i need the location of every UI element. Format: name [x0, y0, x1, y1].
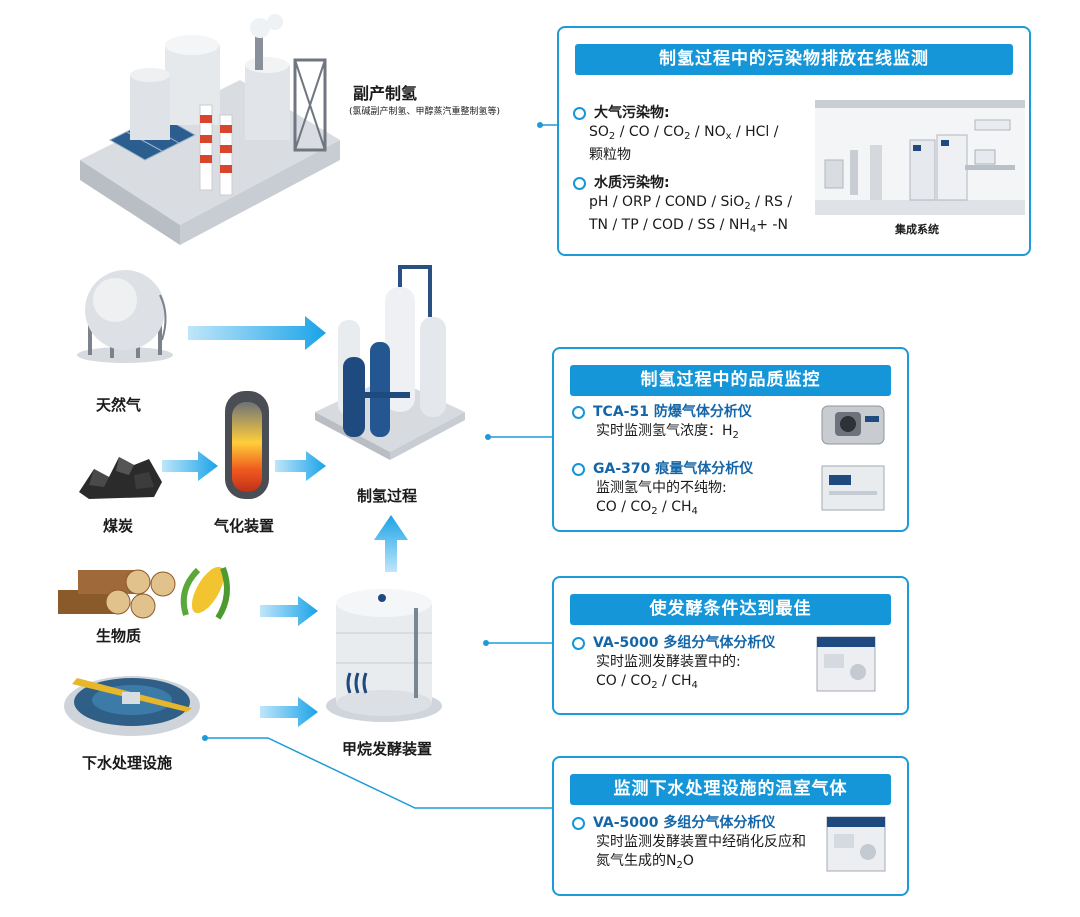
arrow-sewage: [260, 697, 318, 727]
air-pollutants-head: 大气污染物:: [594, 105, 670, 121]
water-pollutants-line1: pH / ORP / COND / SiO2 / RS /: [589, 194, 793, 212]
methane-fermenter-illustration: [326, 589, 442, 722]
bullet-ring-icon: [572, 817, 585, 830]
ga370-device-image: [821, 465, 885, 511]
natural-gas-label: 天然气: [96, 396, 142, 414]
emissions-panel: 制氢过程中的污染物排放在线监测 大气污染物: SO2 / CO / CO2 / …: [557, 26, 1031, 256]
sewage-label: 下水处理设施: [82, 754, 173, 772]
va5000-fermentation-head: VA-5000 多组分气体分析仪: [593, 635, 776, 651]
arrow-coal: [162, 451, 218, 481]
coal-illustration: [79, 457, 162, 499]
gasifier-illustration: [225, 391, 269, 499]
air-pollutants-line2: 颗粒物: [589, 147, 631, 163]
ga370-item: GA-370 痕量气体分析仪 监测氢气中的不纯物: CO / CO2 / CH4: [572, 460, 753, 521]
greenhouse-panel-title: 监测下水处理设施的温室气体: [570, 774, 891, 805]
fermentation-panel: 使发酵条件达到最佳 VA-5000 多组分气体分析仪 实时监测发酵装置中的: C…: [552, 576, 909, 715]
arrow-gasifier: [275, 451, 326, 481]
tca51-line: 实时监测氢气浓度：H2: [596, 423, 739, 441]
bullet-ring-icon: [573, 177, 586, 190]
byproduct-subtitle: (氯碱副产制氢、甲醇蒸汽重整制氢等): [349, 107, 501, 117]
va5000-fermentation-line1: 实时监测发酵装置中的:: [596, 654, 741, 670]
water-pollutants-head: 水质污染物:: [594, 175, 670, 191]
bullet-ring-icon: [572, 463, 585, 476]
va5000-greenhouse-item: VA-5000 多组分气体分析仪 实时监测发酵装置中经硝化反应和 氮气生成的N2…: [572, 814, 806, 875]
biomass-illustration: [58, 566, 230, 620]
arrow-natural-gas: [188, 316, 326, 350]
quality-panel: 制氢过程中的品质监控 TCA-51 防爆气体分析仪 实时监测氢气浓度：H2 GA…: [552, 347, 909, 532]
fermentation-panel-title: 使发酵条件达到最佳: [570, 594, 891, 625]
bullet-ring-icon: [573, 107, 586, 120]
bullet-ring-icon: [572, 406, 585, 419]
integrated-system-image: [815, 100, 1025, 215]
va5000-fermentation-line2: CO / CO2 / CH4: [596, 673, 698, 691]
va5000-device-image: [816, 636, 876, 692]
va5000-device-image: [826, 816, 886, 872]
arrow-biomass: [260, 596, 318, 626]
coal-label: 煤炭: [103, 517, 134, 535]
ga370-line1: 监测氢气中的不纯物:: [596, 480, 727, 496]
hydrogen-plant-illustration: [315, 265, 465, 460]
va5000-greenhouse-line1: 实时监测发酵装置中经硝化反应和: [596, 834, 806, 850]
va5000-greenhouse-head: VA-5000 多组分气体分析仪: [593, 815, 776, 831]
tca51-item: TCA-51 防爆气体分析仪 实时监测氢气浓度：H2: [572, 403, 752, 445]
emissions-panel-title: 制氢过程中的污染物排放在线监测: [575, 44, 1013, 75]
ga370-line2: CO / CO2 / CH4: [596, 499, 698, 517]
quality-panel-title: 制氢过程中的品质监控: [570, 365, 891, 396]
byproduct-plant-illustration: [80, 14, 340, 245]
sewage-facility-illustration: [64, 676, 200, 736]
gasifier-label: 气化装置: [214, 517, 275, 535]
water-pollutants-line2: TN / TP / COD / SS / NH4+ -N: [589, 217, 788, 235]
biomass-label: 生物质: [96, 627, 142, 645]
greenhouse-panel: 监测下水处理设施的温室气体 VA-5000 多组分气体分析仪 实时监测发酵装置中…: [552, 756, 909, 896]
natural-gas-tank-illustration: [77, 270, 173, 363]
va5000-fermentation-item: VA-5000 多组分气体分析仪 实时监测发酵装置中的: CO / CO2 / …: [572, 634, 775, 695]
hydrogen-process-label: 制氢过程: [357, 487, 418, 505]
air-pollutants-item: 大气污染物: SO2 / CO / CO2 / NOx / HCl / 颗粒物: [573, 104, 779, 165]
va5000-greenhouse-line2: 氮气生成的N2O: [596, 853, 694, 871]
methane-fermenter-label: 甲烷发酵装置: [342, 740, 433, 758]
ga370-head: GA-370 痕量气体分析仪: [593, 461, 754, 477]
integrated-system-caption: 集成系统: [895, 223, 939, 236]
air-pollutants-line1: SO2 / CO / CO2 / NOx / HCl /: [589, 124, 779, 142]
tca51-device-image: [821, 405, 885, 445]
bullet-ring-icon: [572, 637, 585, 650]
tca51-head: TCA-51 防爆气体分析仪: [593, 404, 752, 420]
water-pollutants-item: 水质污染物: pH / ORP / COND / SiO2 / RS / TN …: [573, 174, 792, 239]
arrow-fermenter-up: [374, 515, 408, 572]
byproduct-title: 副产制氢: [353, 84, 418, 103]
